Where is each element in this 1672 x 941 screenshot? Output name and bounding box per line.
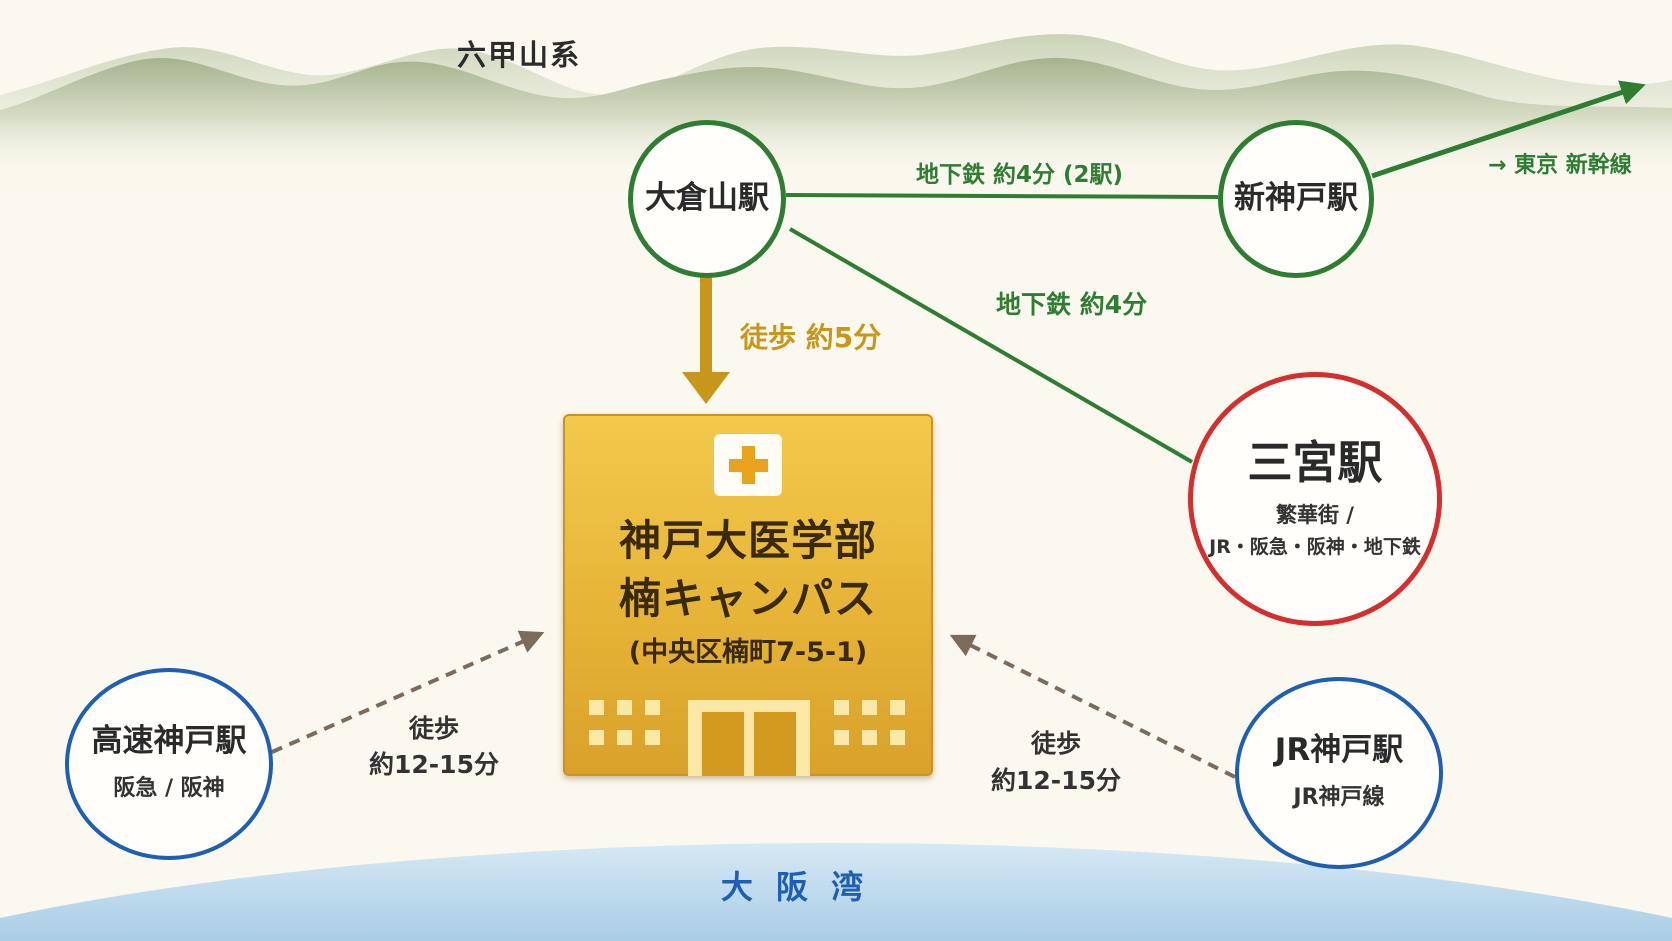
campus-name-line1: 神戸大医学部	[618, 516, 877, 565]
route-line-okurayama-sannomiya	[788, 227, 1194, 464]
campus-building[interactable]: 神戸大医学部 楠キャンパス (中央区楠町7-5-1)	[563, 414, 933, 776]
walk-label-kosoku-line1: 徒歩	[408, 714, 460, 743]
walk-label-kosoku-line2: 約12-15分	[369, 750, 499, 779]
walk-arrow-head	[682, 372, 730, 404]
osaka-bay-sea	[0, 843, 1672, 941]
station-kosoku-kobe-sub: 阪急 / 阪神	[113, 775, 225, 801]
route-line-okurayama-shinkobe	[785, 193, 1219, 199]
station-kosoku-kobe[interactable]: 高速神戸駅 阪急 / 阪神	[65, 668, 273, 860]
station-sannomiya[interactable]: 三宮駅 繁華街 / JR・阪急・阪神・地下鉄	[1188, 372, 1442, 626]
walk-label-jrkobe-line1: 徒歩	[1030, 729, 1082, 758]
walk-arrow-shaft	[700, 275, 712, 375]
walk-route-jrkobe	[949, 634, 1236, 779]
bay-label: 大 阪 湾	[720, 868, 870, 906]
station-kosoku-kobe-name: 高速神戸駅	[91, 723, 247, 760]
station-shinkobe[interactable]: 新神戸駅	[1218, 120, 1374, 278]
station-sannomiya-sub2: JR・阪急・阪神・地下鉄	[1209, 536, 1421, 559]
station-jr-kobe[interactable]: JR神戸駅 JR神戸線	[1235, 677, 1443, 869]
station-okurayama-name: 大倉山駅	[645, 180, 769, 217]
shinkansen-label: → 東京 新幹線	[1488, 153, 1632, 178]
station-jr-kobe-sub: JR神戸線	[1293, 784, 1385, 810]
campus-name: 神戸大医学部 楠キャンパス	[565, 512, 931, 628]
campus-address: (中央区楠町7-5-1)	[628, 637, 868, 668]
mountain-label: 六甲山系	[457, 38, 582, 72]
station-sannomiya-sub1: 繁華街 /	[1276, 502, 1354, 527]
station-sannomiya-name: 三宮駅	[1247, 436, 1383, 490]
campus-name-line2: 楠キャンパス	[618, 574, 877, 623]
route-label-okurayama-shinkobe: 地下鉄 約4分 (2駅)	[916, 162, 1124, 188]
route-label-okurayama-sannomiya: 地下鉄 約4分	[996, 290, 1148, 319]
station-shinkobe-name: 新神戸駅	[1234, 180, 1358, 217]
station-okurayama[interactable]: 大倉山駅	[628, 120, 786, 278]
medical-cross-icon	[714, 434, 782, 496]
building-entrance-door	[688, 700, 810, 776]
walk-label-jrkobe-line2: 約12-15分	[991, 766, 1121, 795]
route-line-shinkansen	[1371, 80, 1646, 179]
walk-route-kosoku	[271, 630, 545, 754]
route-label-okurayama-campus: 徒歩 約5分	[740, 321, 882, 354]
station-jr-kobe-name: JR神戸駅	[1274, 732, 1404, 769]
